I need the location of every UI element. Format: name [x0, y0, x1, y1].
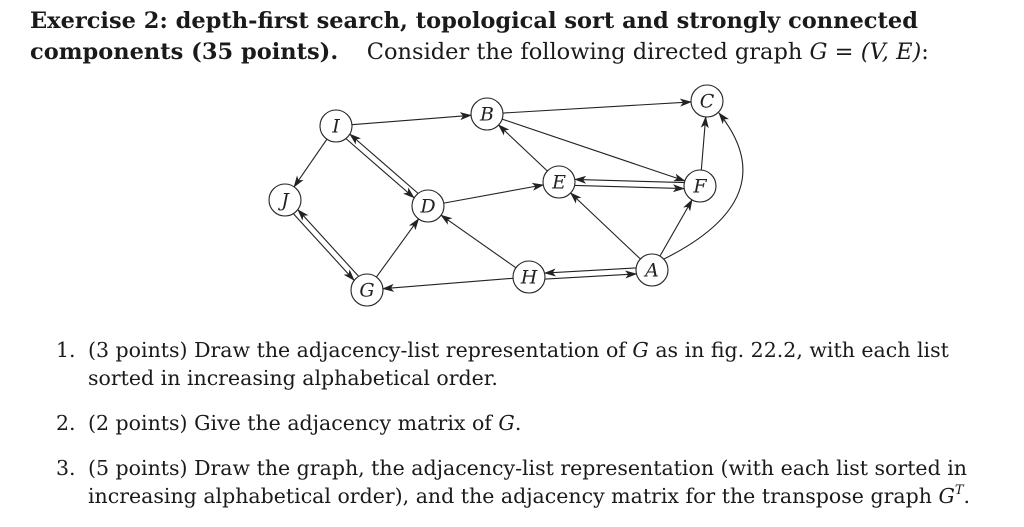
question-1: 1. (3 points) Draw the adjacency-list re… [56, 336, 986, 392]
node-F: F [683, 169, 717, 203]
directed-graph: I B C J D E F G H A [268, 84, 744, 307]
transpose-superscript: T [954, 483, 964, 498]
question-math: G [938, 484, 955, 508]
edge-I-B [351, 112, 473, 126]
question-points: (2 points) [88, 411, 188, 435]
node-label: I [331, 116, 340, 138]
edge-E-B [497, 124, 548, 172]
edge-I-D [345, 138, 415, 199]
edge-D-E [443, 182, 545, 204]
node-label: G [359, 280, 374, 302]
edge-A-F [659, 199, 693, 257]
question-text-end: . [963, 484, 971, 508]
node-label: C [700, 91, 715, 113]
node-circle [512, 260, 546, 294]
edge-I-J [293, 138, 328, 188]
node-label: J [277, 190, 290, 212]
question-list: 1. (3 points) Draw the adjacency-list re… [56, 336, 986, 527]
edge-G-J [297, 209, 359, 277]
equals-sign: = [827, 39, 861, 65]
exercise-heading: Exercise 2: depth-first search, topologi… [30, 6, 1010, 68]
question-math: G [632, 338, 649, 362]
question-points: (5 points) [88, 456, 188, 480]
node-label: H [520, 267, 538, 289]
question-text: Give the adjacency matrix of [187, 411, 499, 435]
question-text-end: . [514, 411, 522, 435]
edge-J-G [293, 213, 355, 281]
exercise-intro: Consider the following directed graph [366, 39, 803, 65]
node-circle [635, 253, 669, 287]
edge-D-I [349, 133, 419, 194]
node-circle [268, 183, 302, 217]
heading-colon: : [921, 39, 929, 65]
exercise-title: Exercise 2: depth-first search, topologi… [30, 8, 918, 65]
edge-H-A [545, 270, 638, 280]
question-text: Draw the graph, the adjacency-list repre… [88, 456, 967, 508]
node-circle [542, 165, 576, 199]
question-number: 3. [56, 456, 76, 480]
node-label: E [551, 172, 566, 194]
question-2: 2. (2 points) Give the adjacency matrix … [56, 409, 986, 437]
edge-F-C [700, 115, 709, 171]
edge-B-F [501, 118, 686, 182]
edge-F-E [574, 175, 685, 184]
node-G: G [350, 273, 384, 307]
node-circle [350, 273, 384, 307]
question-text-end: as in fig. 22.2, with each list sorted i… [88, 338, 949, 390]
node-A: A [635, 253, 669, 287]
node-J: J [268, 183, 302, 217]
question-points: (3 points) [88, 338, 188, 362]
node-D: D [411, 189, 445, 223]
edge-A-C [663, 112, 744, 260]
node-H: H [512, 260, 546, 294]
graph-symbol: G [809, 39, 828, 65]
vertex-edge-set: (V, E) [860, 39, 922, 65]
edge-H-D [440, 214, 517, 269]
edge-H-G [381, 277, 514, 292]
node-label: F [692, 176, 707, 198]
question-text: Draw the adjacency-list representation o… [187, 338, 633, 362]
node-circle [690, 84, 724, 118]
question-math: G [498, 411, 515, 435]
node-I: I [319, 109, 353, 143]
edge-B-C [502, 98, 693, 114]
question-3: 3. (5 points) Draw the graph, the adjace… [56, 454, 986, 510]
node-E: E [542, 165, 576, 199]
edge-G-D [375, 218, 420, 278]
node-circle [411, 189, 445, 223]
node-circle [319, 109, 353, 143]
edge-E-F [574, 184, 685, 193]
node-label: D [419, 196, 435, 218]
node-B: B [470, 97, 504, 131]
node-C: C [690, 84, 724, 118]
edge-A-H [543, 267, 636, 277]
question-number: 1. [56, 338, 76, 362]
question-number: 2. [56, 411, 76, 435]
node-label: B [479, 104, 494, 126]
node-circle [683, 169, 717, 203]
graph-figure: I B C J D E F G H A [268, 84, 744, 307]
edge-A-E [569, 192, 641, 260]
node-label: A [643, 260, 659, 282]
node-circle [470, 97, 504, 131]
